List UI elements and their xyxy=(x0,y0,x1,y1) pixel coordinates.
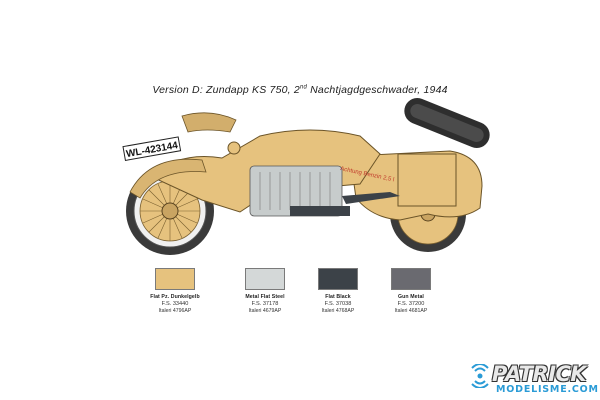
color-swatch xyxy=(245,268,285,290)
wifi-signal-icon xyxy=(471,364,489,388)
color-italeri-code: Italeri 4796AP xyxy=(158,308,192,314)
watermark-main-text: PATRICK xyxy=(492,362,587,386)
color-fs-code: F.S. 37038 xyxy=(324,301,352,307)
color-swatch-item: Gun Metal F.S. 37200 Italeri 4681AP xyxy=(376,268,446,315)
title-suffix: Nachtjagdgeschwader, 1944 xyxy=(307,84,448,96)
license-plate: WL-423144 xyxy=(122,136,182,162)
color-swatch-item: Flat Pz. Dunkelgelb F.S. 33440 Italeri 4… xyxy=(140,268,210,315)
color-swatch xyxy=(318,268,358,290)
headlight xyxy=(227,141,241,155)
color-swatch-item: Flat Black F.S. 37038 Italeri 4768AP xyxy=(303,268,373,315)
color-fs-code: F.S. 37200 xyxy=(397,301,425,307)
color-name: Gun Metal xyxy=(398,294,424,300)
color-fs-code: F.S. 37178 xyxy=(251,301,279,307)
color-fs-code: F.S. 33440 xyxy=(161,301,189,307)
rear-mudguard xyxy=(129,158,207,199)
color-swatch xyxy=(391,268,431,290)
color-name: Flat Black xyxy=(325,294,351,300)
color-italeri-code: Italeri 4768AP xyxy=(321,308,355,314)
title-prefix: Version D: Zundapp KS 750, 2 xyxy=(152,84,300,96)
engine xyxy=(249,165,350,217)
motorcycle-profile: WL-423144 Achtung Benzin 2,5 l xyxy=(122,98,490,255)
watermark-logo: PATRICK MODELISME.COM xyxy=(468,360,600,400)
color-swatch xyxy=(155,268,195,290)
spare-tire xyxy=(404,98,490,148)
color-swatch-item: Metal Flat Steel F.S. 37178 Italeri 4679… xyxy=(230,268,300,315)
seat xyxy=(181,112,237,133)
exhaust xyxy=(342,192,400,204)
watermark-sub-text: MODELISME.COM xyxy=(496,384,599,395)
color-name: Flat Pz. Dunkelgelb xyxy=(150,294,200,300)
sidecar-box xyxy=(397,153,457,207)
profile-title: Version D: Zundapp KS 750, 2nd Nachtjagd… xyxy=(0,84,600,96)
color-italeri-code: Italeri 4681AP xyxy=(394,308,428,314)
color-italeri-code: Italeri 4679AP xyxy=(248,308,282,314)
color-name: Metal Flat Steel xyxy=(245,294,285,300)
title-superscript: nd xyxy=(299,84,308,91)
